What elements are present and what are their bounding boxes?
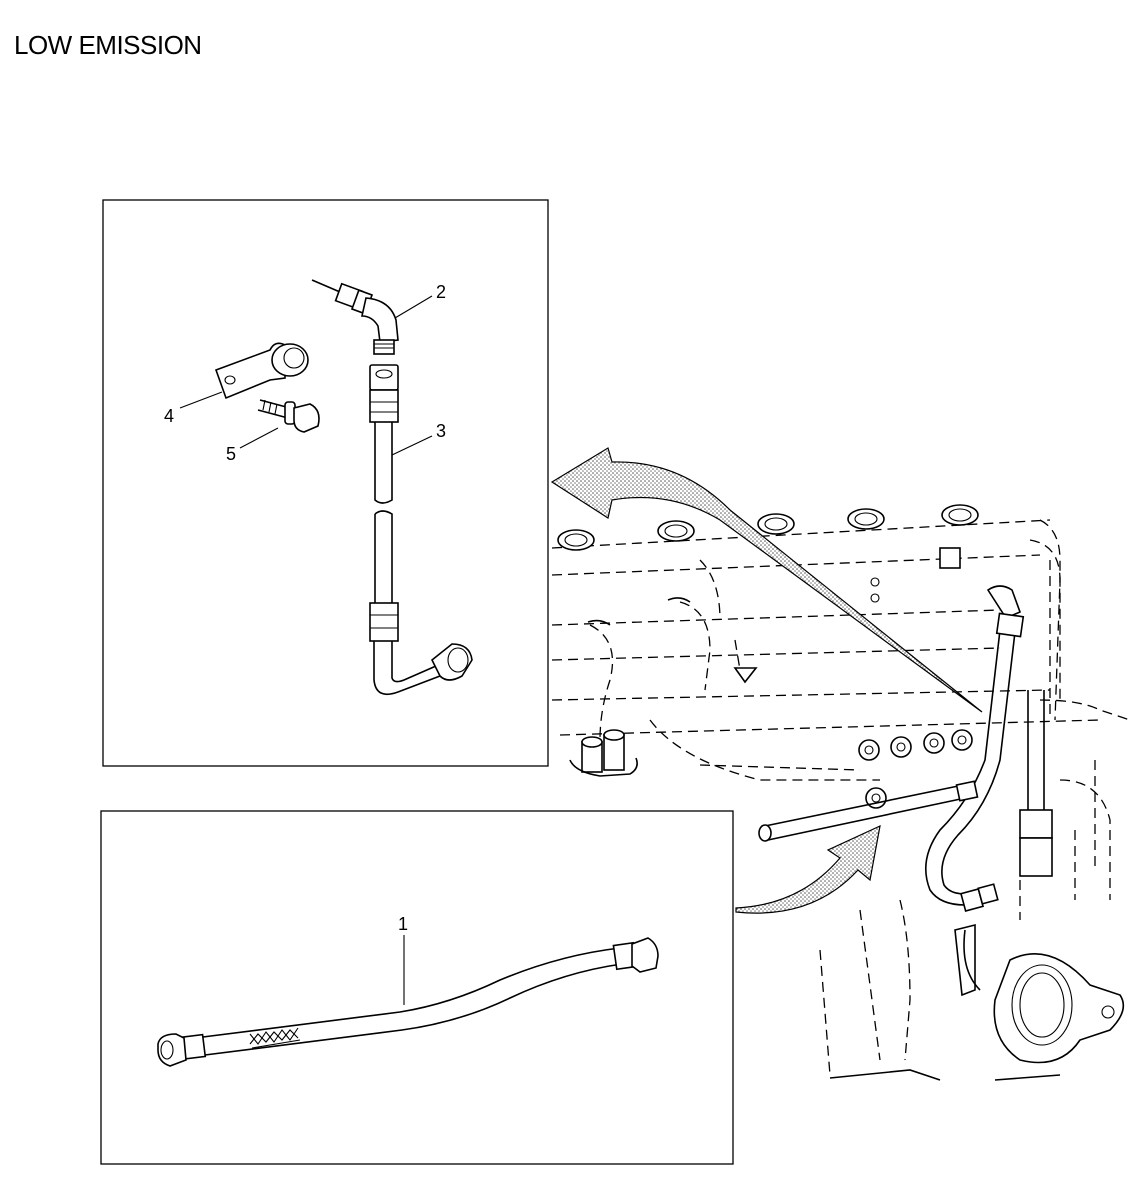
pointer-arrow-top	[550, 447, 983, 713]
leader-4	[179, 391, 223, 409]
washers	[858, 729, 973, 809]
leader-2	[394, 295, 433, 319]
cover-bolts	[557, 504, 979, 551]
detail-frame-bottom	[100, 810, 734, 1165]
clamp	[214, 342, 309, 400]
callout-5: 5	[226, 444, 236, 464]
elbow-fitting	[311, 279, 399, 355]
flange	[993, 953, 1125, 1064]
hose-assembly	[369, 364, 473, 696]
leader-5	[239, 427, 279, 449]
callout-4: 4	[164, 406, 174, 426]
page-title: LOW EMISSION	[14, 30, 202, 60]
callout-1: 1	[398, 914, 408, 934]
engine-view	[551, 504, 1131, 1081]
callout-3: 3	[436, 421, 446, 441]
nozzle-block	[569, 729, 638, 777]
detail-frame-top	[102, 199, 549, 767]
fuel-hose	[157, 937, 659, 1067]
pointer-arrow-bottom	[735, 824, 881, 914]
engine-hose	[924, 585, 1025, 913]
callout-2: 2	[436, 282, 446, 302]
leader-3	[391, 435, 433, 456]
engine-line	[758, 780, 979, 842]
bolt	[257, 399, 320, 433]
